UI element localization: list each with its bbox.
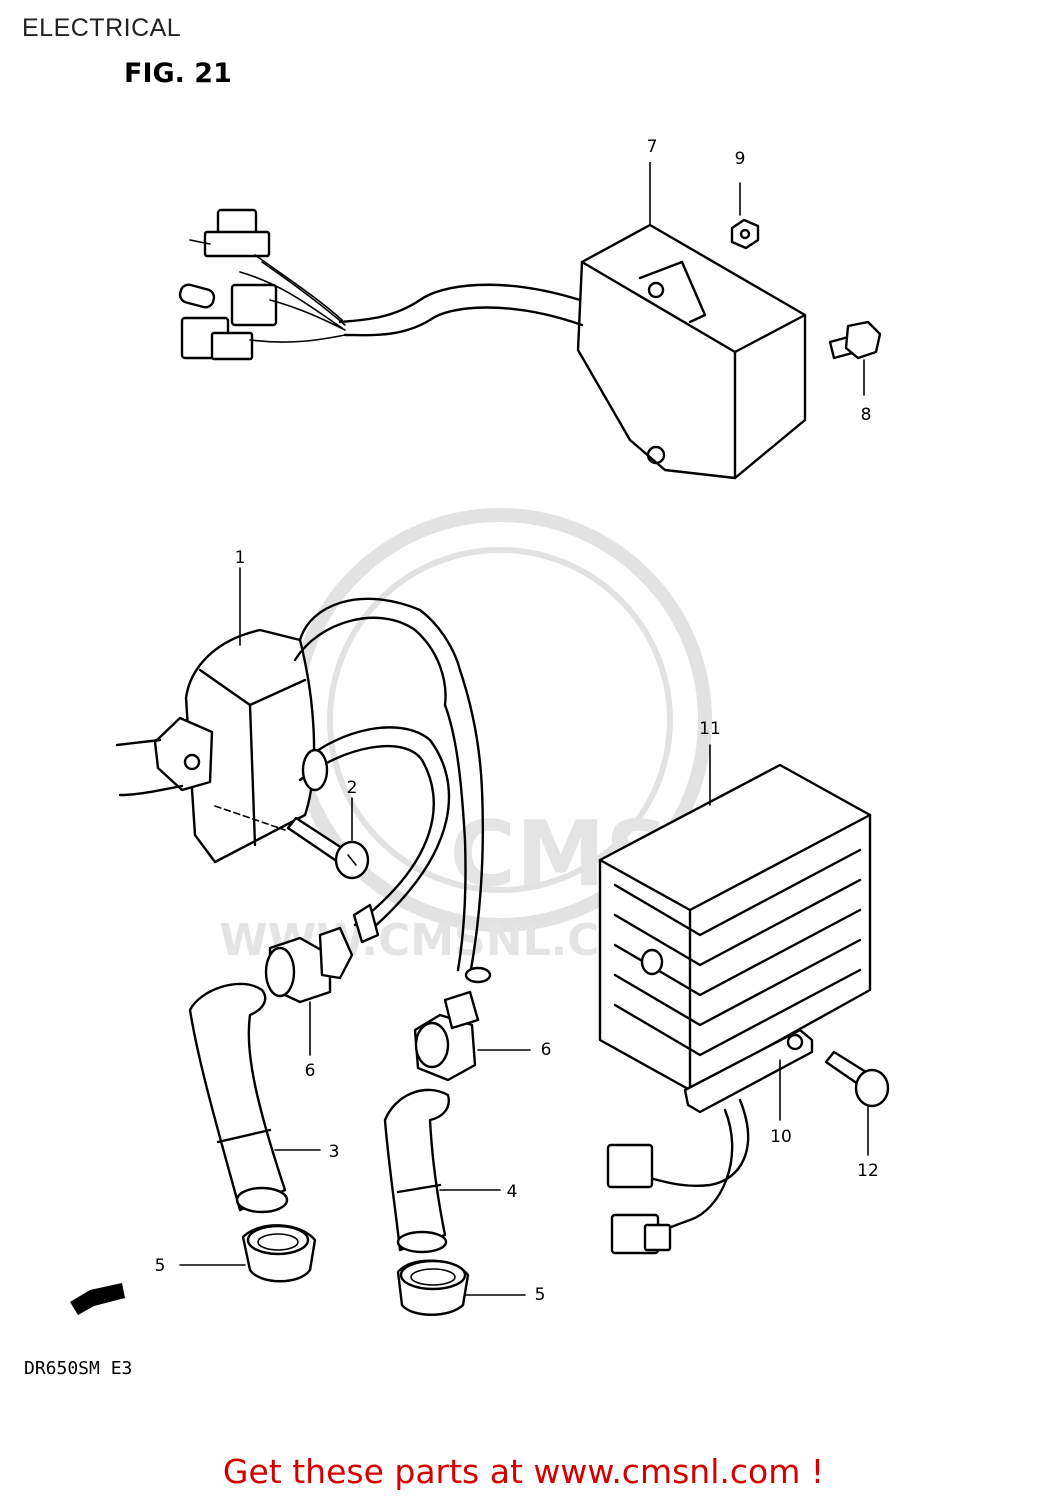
figure-label: FIG. 21 [124, 58, 232, 89]
callout-8: 8 [861, 405, 872, 425]
part-6-right-connector [413, 990, 531, 1082]
part-6-left-connector [264, 926, 354, 1056]
callout-6-left: 6 [305, 1061, 316, 1081]
page-title: ELECTRICAL [22, 14, 182, 42]
callout-2: 2 [347, 778, 358, 798]
part-1-ignition-coil [115, 567, 492, 984]
part-9-nut [730, 182, 760, 250]
promo-link[interactable]: Get these parts at www.cmsnl.com ! [222, 1452, 825, 1491]
callout-6-right: 6 [541, 1040, 552, 1060]
front-direction-arrow-icon [70, 1283, 125, 1315]
callout-5-right: 5 [535, 1285, 546, 1305]
part-5-right-cover [396, 1259, 526, 1316]
part-7-cdi-unit [178, 208, 807, 480]
callout-5-left: 5 [155, 1256, 166, 1276]
callout-7: 7 [647, 137, 658, 157]
callout-9: 9 [735, 149, 746, 169]
part-3-plug-cap [188, 982, 321, 1214]
part-5-left-cover [179, 1224, 317, 1283]
callout-1: 1 [235, 548, 246, 568]
regulator-harness [606, 1098, 750, 1255]
callout-11: 11 [699, 719, 721, 739]
model-code: DR650SM E3 [24, 1358, 133, 1379]
part-8-bolt [828, 320, 882, 396]
callout-10: 10 [770, 1127, 792, 1147]
part-10-bracket [683, 1028, 814, 1121]
callout-3: 3 [329, 1142, 340, 1162]
callout-4: 4 [507, 1182, 518, 1202]
part-11-regulator [598, 744, 872, 1092]
part-12-bolt [824, 1050, 890, 1156]
part-2-screw [214, 797, 370, 880]
part-4-plug-cap [383, 1088, 501, 1254]
callout-12: 12 [857, 1161, 879, 1181]
